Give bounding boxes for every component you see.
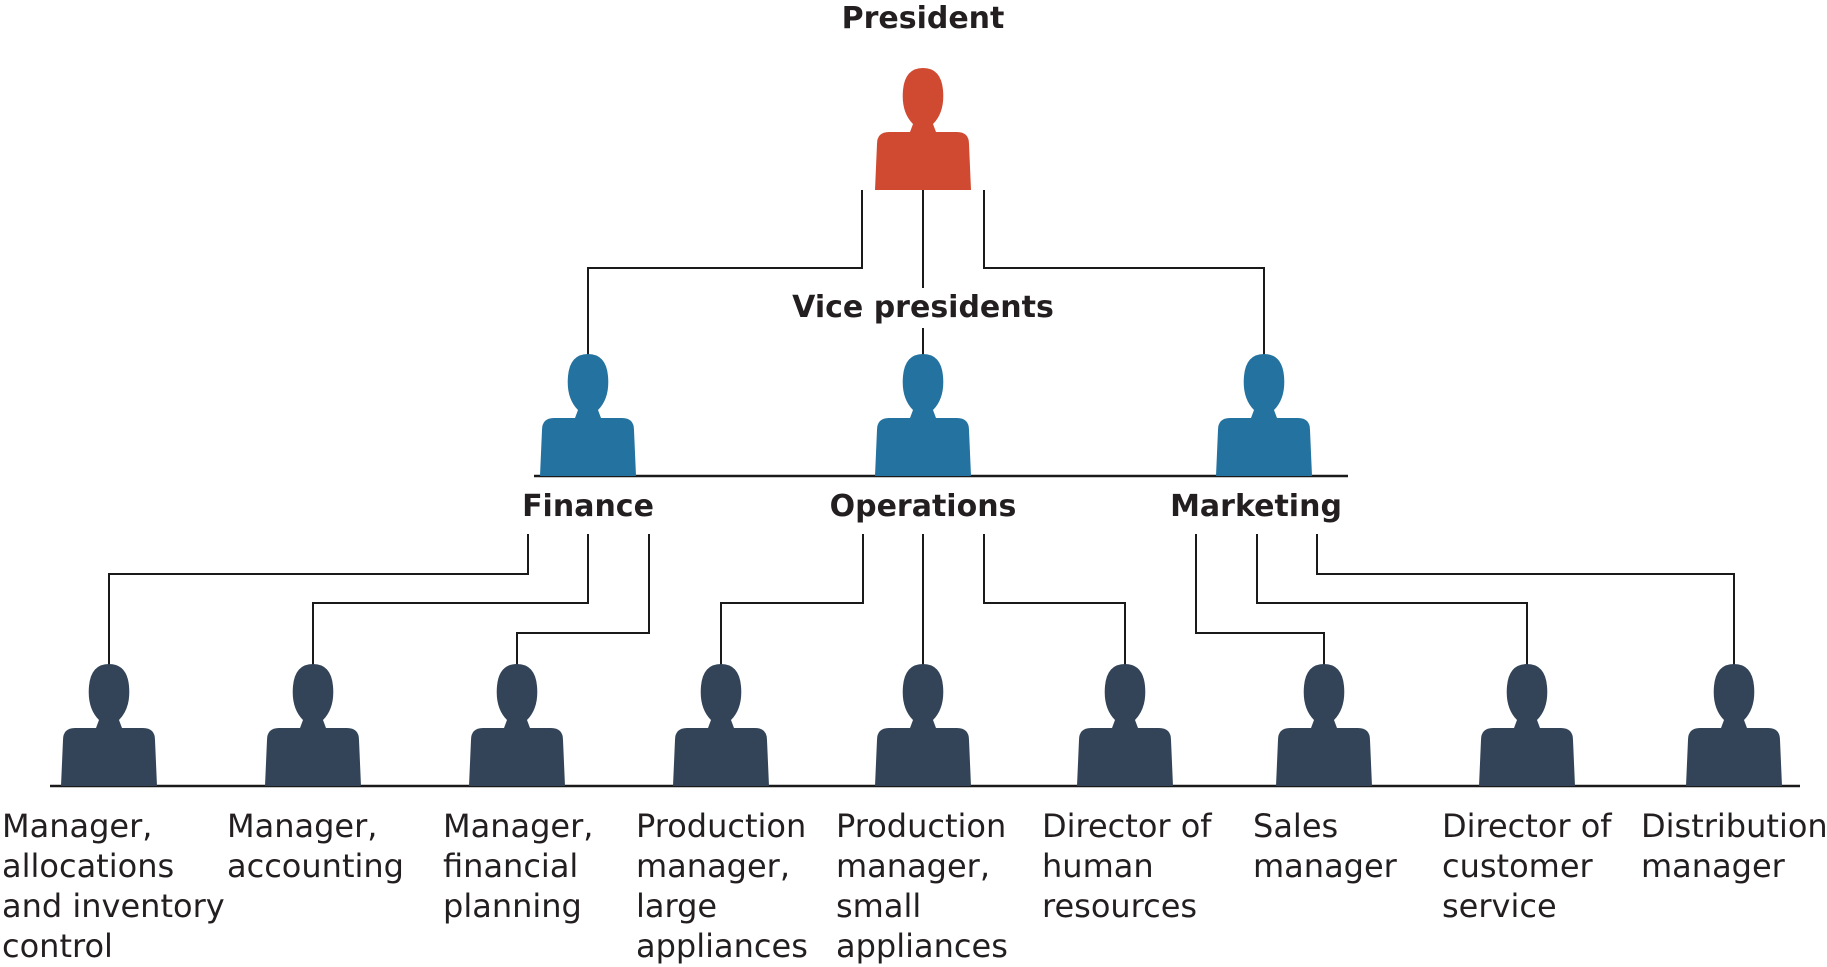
person-icon-2 <box>265 664 361 786</box>
president-label: President <box>842 1 1005 36</box>
person-icon-3 <box>469 664 565 786</box>
connector-manager-3 <box>516 534 650 666</box>
vice-presidents-label: Vice presidents <box>792 290 1054 325</box>
manager-label-line: allocations <box>2 847 174 885</box>
manager-label-line: financial <box>443 847 578 885</box>
connector-president-3 <box>983 190 1265 356</box>
vp-label-operations: Operations <box>830 489 1017 524</box>
person-icon-8 <box>1479 664 1575 786</box>
person-icon-6 <box>1077 664 1173 786</box>
connector-manager-7 <box>1195 534 1325 666</box>
manager-label-line: control <box>2 927 113 965</box>
manager-label-line: large <box>636 887 717 925</box>
connector-manager-4 <box>720 534 864 666</box>
manager-label-line: small <box>836 887 921 925</box>
connector-manager-6 <box>983 534 1126 666</box>
connector-president-0 <box>587 190 863 356</box>
person-icon-marketing <box>1216 354 1312 476</box>
manager-label-line: manager, <box>636 847 790 885</box>
vp-label-finance: Finance <box>522 489 654 524</box>
manager-label-line: appliances <box>636 927 808 965</box>
manager-label-line: planning <box>443 887 582 925</box>
manager-label-line: human <box>1042 847 1154 885</box>
person-icon-5 <box>875 664 971 786</box>
manager-label-line: accounting <box>227 847 404 885</box>
person-icon-7 <box>1276 664 1372 786</box>
person-icon <box>875 68 971 190</box>
connector-manager-8 <box>1256 534 1528 666</box>
manager-label-line: Manager, <box>227 807 377 845</box>
manager-label-line: manager, <box>836 847 990 885</box>
vp-label-marketing: Marketing <box>1170 489 1342 524</box>
manager-label-line: Sales <box>1253 807 1338 845</box>
manager-label-line: Production <box>636 807 806 845</box>
connector-lines <box>108 190 1735 666</box>
manager-label-line: customer <box>1442 847 1594 885</box>
connector-manager-1 <box>108 534 529 666</box>
manager-label-2: Manager,accounting <box>227 807 404 885</box>
person-icon-1 <box>61 664 157 786</box>
person-icon-9 <box>1686 664 1782 786</box>
manager-label-line: resources <box>1042 887 1197 925</box>
manager-label-line: Director of <box>1442 807 1612 845</box>
connector-manager-9 <box>1316 534 1735 666</box>
person-icon-operations <box>875 354 971 476</box>
manager-label-line: manager <box>1641 847 1786 885</box>
manager-label-line: Manager, <box>2 807 152 845</box>
manager-label-line: Manager, <box>443 807 593 845</box>
people <box>61 68 1782 786</box>
manager-label-line: Distribution <box>1641 807 1827 845</box>
manager-label-line: service <box>1442 887 1557 925</box>
manager-label-line: appliances <box>836 927 1008 965</box>
manager-label-line: Director of <box>1042 807 1212 845</box>
manager-label-line: Production <box>836 807 1006 845</box>
connector-manager-2 <box>312 534 589 666</box>
manager-label-line: manager <box>1253 847 1398 885</box>
person-icon-4 <box>673 664 769 786</box>
manager-label-line: and inventory <box>2 887 225 925</box>
person-icon-finance <box>540 354 636 476</box>
